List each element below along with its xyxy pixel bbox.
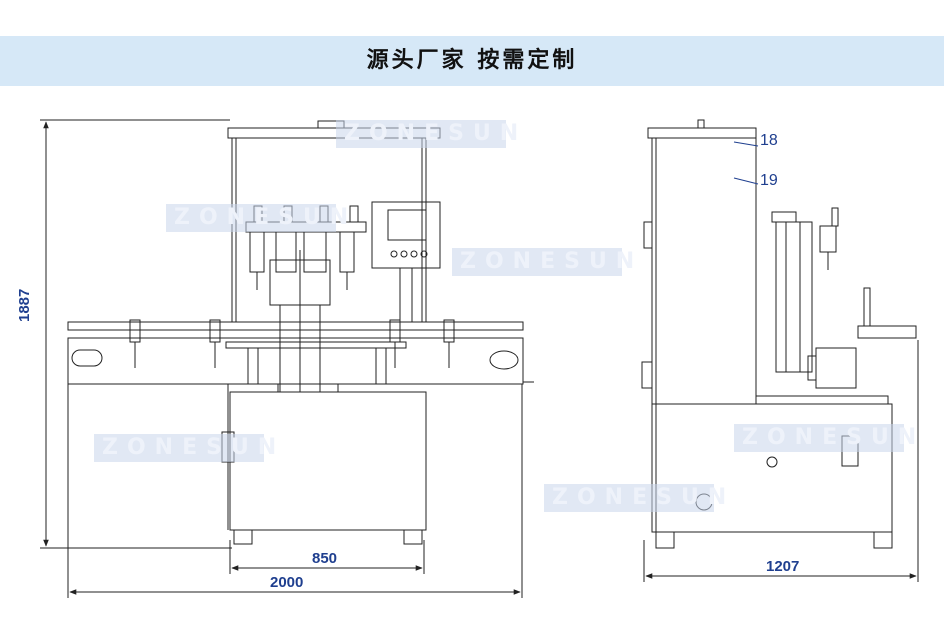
conveyor-frame [67, 337, 524, 385]
hmi-screen [387, 209, 427, 241]
base-width-dimension-label: 850 [312, 550, 338, 567]
nozzle-4 [339, 231, 355, 273]
height-dimension-label: 1887 [16, 288, 33, 322]
hmi-panel [371, 201, 441, 269]
side-depth-dimension-label: 1207 [766, 558, 800, 575]
banner-title: 源头厂家 按需定制 [366, 48, 578, 73]
watermark: ZONESUN [166, 204, 348, 232]
callout-19: 19 [760, 172, 778, 189]
side-tank-body [651, 137, 757, 405]
nozzle-1 [249, 231, 265, 273]
watermark: ZONESUN [336, 120, 518, 148]
watermark: ZONESUN [452, 248, 634, 276]
callout-18: 18 [760, 132, 778, 149]
side-pump [815, 347, 857, 389]
watermark: ZONESUN [734, 424, 916, 452]
nozzle-2 [275, 231, 297, 273]
total-width-dimension-label: 2000 [270, 574, 304, 591]
front-view [67, 120, 534, 545]
watermark: ZONESUN [94, 434, 276, 462]
front-dimensions [40, 119, 523, 598]
side-dimensions [643, 340, 919, 582]
header-banner: 源头厂家 按需定制 [0, 36, 944, 86]
conveyor-rail [67, 321, 524, 331]
watermark: ZONESUN [544, 484, 726, 512]
side-tank-cap [647, 127, 757, 139]
callout-leaders [733, 141, 759, 185]
nozzle-3 [303, 231, 327, 273]
